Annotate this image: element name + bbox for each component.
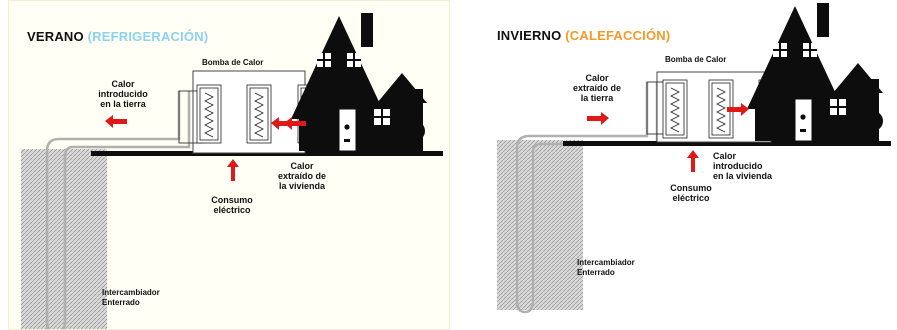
winter-heat-from-ground-label: Calor extraído de la tierra: [572, 73, 621, 104]
exchanger-pipe: [45, 91, 181, 329]
winter-heat-to-home-label: Calor introducido en la vivienda: [713, 151, 773, 182]
evaporator-coil: [196, 84, 222, 144]
summer-heat-to-ground-label: Calor introducido en la tierra: [98, 79, 148, 110]
summer-power-label: Consumo eléctrico: [211, 195, 253, 216]
winter-panel: INVIERNO (CALEFACCIÓN) Bomba de Calor Ca…: [487, 0, 897, 330]
winter-power-label: Consumo eléctrico: [670, 183, 712, 204]
exchanger-pipe-return: [531, 82, 659, 300]
summer-title-main: VERANO: [27, 29, 84, 44]
ground-line: [563, 141, 891, 146]
summer-pump-label: Bomba de Calor: [202, 58, 264, 67]
winter-diagram: [497, 2, 891, 314]
winter-pump-label: Bomba de Calor: [665, 55, 727, 64]
arrow-heat-to-ground: [105, 115, 127, 128]
arrow-power: [687, 150, 699, 172]
exchanger-pipe: [515, 82, 649, 308]
summer-heat-from-home-label: Calor extraído de la vivienda: [277, 161, 326, 192]
summer-panel: VERANO (REFRIGERACIÓN) Bomba de Calor Ca…: [8, 0, 450, 330]
winter-title-mode: (CALEFACCIÓN): [565, 28, 671, 43]
arrow-heat-from-home: [284, 117, 306, 130]
ground-section: [497, 140, 583, 310]
winter-exchanger-label: Intercambiador Enterrado: [577, 258, 635, 277]
condenser-coil: [246, 84, 272, 144]
exchanger-pipe-return: [63, 91, 191, 321]
arrow-heat-between-coils: [271, 117, 293, 130]
winter-title-main: INVIERNO: [497, 28, 562, 43]
arrow-heat-to-home: [727, 103, 749, 116]
summer-diagram: [21, 12, 443, 329]
outdoor-coil: [662, 79, 688, 139]
summer-exchanger-label: Intercambiador Enterrado: [102, 288, 160, 307]
arrow-heat-from-ground: [587, 112, 609, 125]
house-icon: [746, 2, 884, 142]
winter-title: INVIERNO (CALEFACCIÓN): [497, 28, 670, 43]
summer-title: VERANO (REFRIGERACIÓN): [27, 29, 208, 44]
summer-title-mode: (REFRIGERACIÓN): [87, 29, 209, 44]
arrow-power: [227, 159, 239, 181]
